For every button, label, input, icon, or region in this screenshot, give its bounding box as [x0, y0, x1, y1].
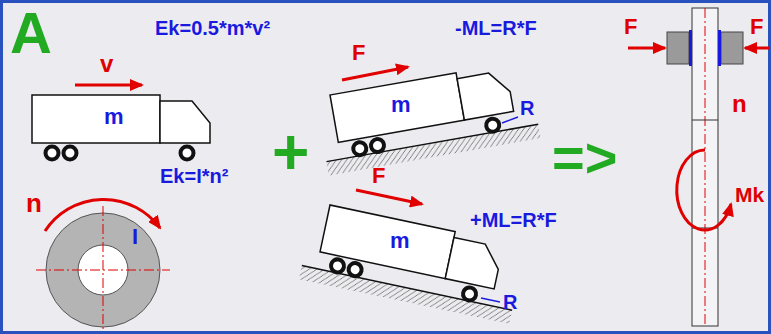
- force-symbol: F: [372, 165, 385, 187]
- moment-formula: -ML=R*F: [455, 18, 537, 38]
- speed-symbol: n: [732, 92, 747, 116]
- radius-symbol: R: [503, 292, 517, 312]
- force-arrow: [342, 67, 408, 80]
- truck: [32, 95, 210, 160]
- torque-symbol: Mk: [735, 184, 764, 205]
- speed-symbol: n: [26, 190, 42, 216]
- mass-symbol: m: [390, 230, 410, 252]
- plus-sign: +: [272, 120, 309, 184]
- radius-leader: [502, 117, 518, 123]
- moment-formula: +ML=R*F: [470, 210, 557, 230]
- energy-formula: Ek=I*n²: [160, 166, 228, 186]
- radius-leader: [481, 298, 500, 302]
- mass-symbol: m: [104, 106, 124, 128]
- force-symbol: F: [750, 16, 763, 38]
- inertia-symbol: I: [132, 226, 138, 248]
- force-arrow: [356, 190, 422, 204]
- radius-symbol: R: [520, 98, 534, 118]
- force-symbol: F: [352, 42, 365, 64]
- velocity-symbol: v: [100, 52, 113, 76]
- uphill-truck: [315, 60, 540, 175]
- energy-formula: Ek=0.5*m*v²: [155, 18, 270, 38]
- velocity-arrow: [75, 84, 142, 87]
- flywheel: [36, 199, 170, 329]
- mass-symbol: m: [391, 94, 411, 116]
- panel-letter: A: [10, 4, 52, 62]
- force-symbol: F: [624, 16, 637, 38]
- implies-sign: =>: [552, 130, 617, 186]
- brake-shaft: [628, 8, 769, 326]
